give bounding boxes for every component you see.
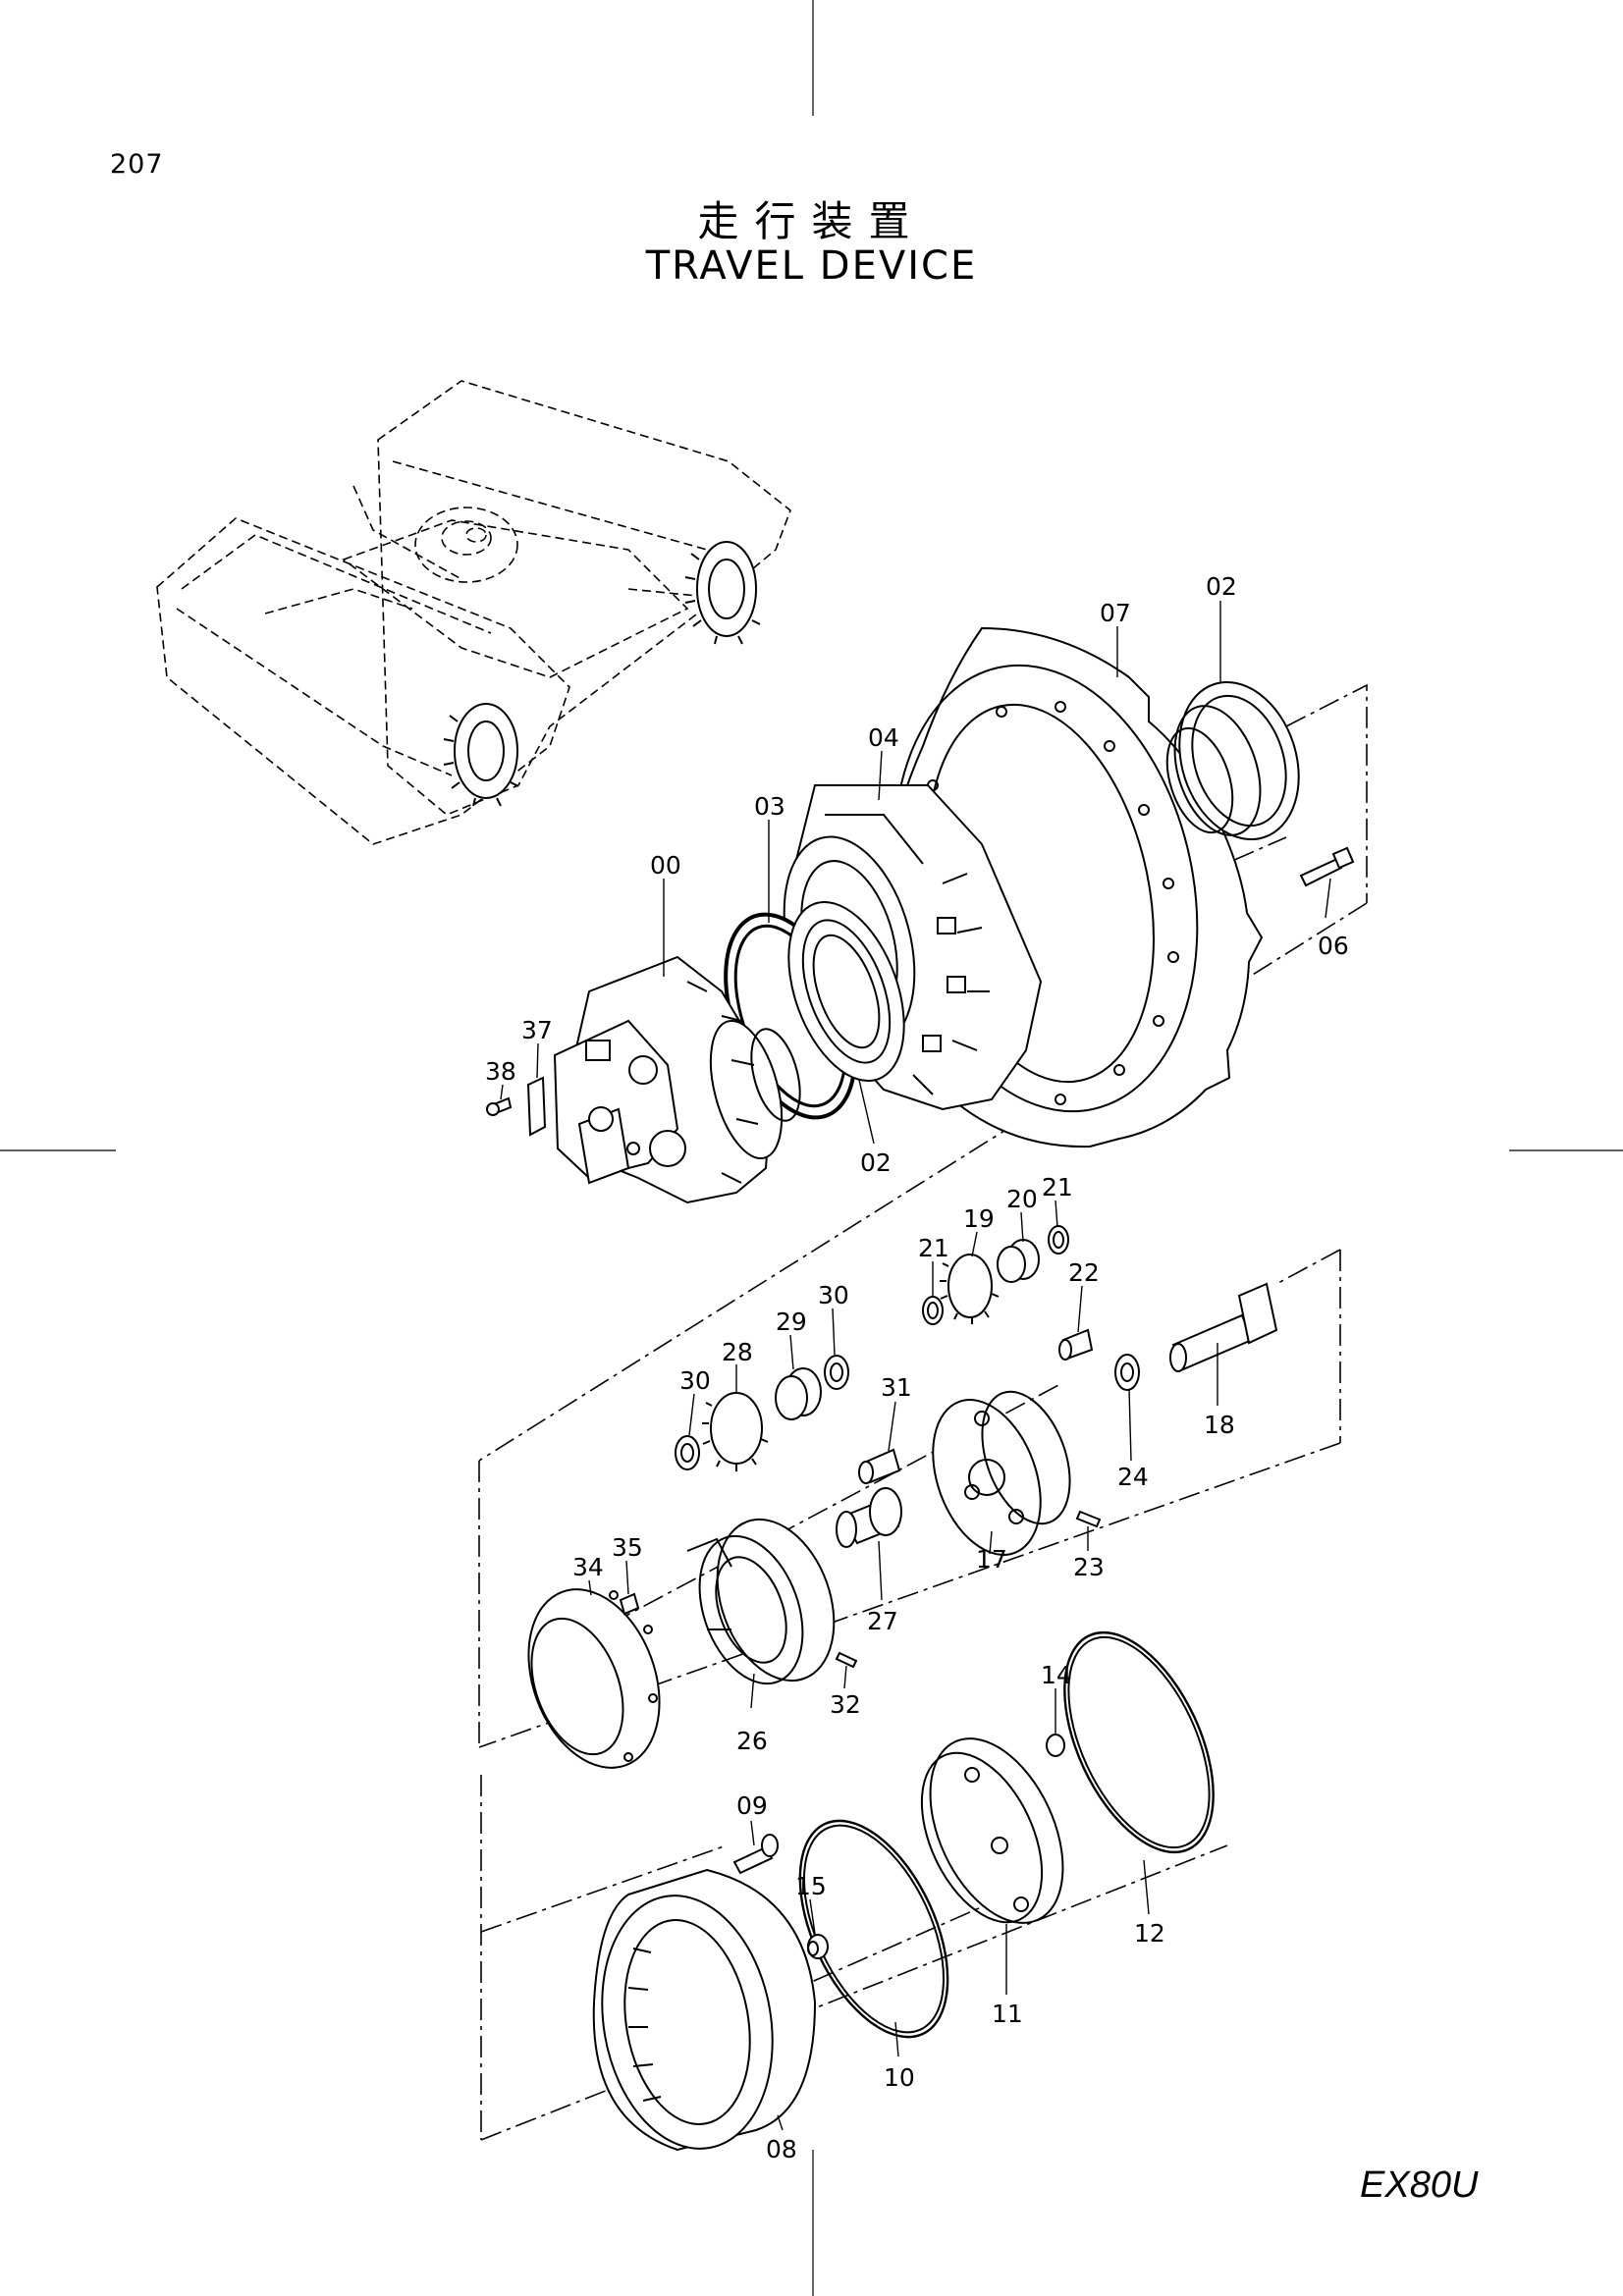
callout-38: 38 <box>485 1057 516 1086</box>
part-02-bearing-upper <box>1165 680 1300 841</box>
callout-24: 24 <box>1117 1463 1149 1491</box>
callout-09: 09 <box>736 1791 768 1820</box>
callout-10: 10 <box>884 2063 915 2092</box>
callout-18: 18 <box>1204 1411 1235 1439</box>
callout-02-lower: 02 <box>860 1148 892 1177</box>
part-21-thrust-washer-b <box>922 1296 944 1325</box>
part-00-travel-motor <box>553 955 801 1204</box>
part-29-needle-bearing <box>775 1367 822 1420</box>
undercarriage-overview <box>156 380 791 845</box>
part-12-o-ring <box>1063 1630 1215 1854</box>
part-06-bolt <box>1299 846 1355 887</box>
part-02-bearing-lower <box>787 900 905 1083</box>
callout-21-top: 21 <box>1042 1173 1073 1201</box>
callout-34: 34 <box>572 1553 604 1581</box>
page-title-english: TRAVEL DEVICE <box>645 243 978 289</box>
callout-28: 28 <box>722 1338 753 1366</box>
callout-35: 35 <box>612 1533 643 1562</box>
part-34-ring <box>527 1588 661 1769</box>
part-08-ring-gear-housing <box>592 1868 817 2152</box>
sprocket-front <box>443 703 519 807</box>
part-09-bolt <box>732 1834 779 1875</box>
part-30-thrust-washer-b <box>675 1435 700 1470</box>
page-number: 207 <box>110 149 164 180</box>
callout-labels: 02 07 04 03 00 06 02 37 38 21 20 19 21 2… <box>485 572 1349 2163</box>
part-17-carrier <box>932 1390 1071 1556</box>
part-24-washer <box>1114 1354 1140 1391</box>
part-28-planetary-gear <box>702 1392 769 1471</box>
part-23-pin <box>1075 1510 1102 1528</box>
part-35-pin <box>619 1592 640 1616</box>
callout-21-left: 21 <box>918 1234 949 1262</box>
part-21-thrust-washer-a <box>1048 1225 1069 1255</box>
part-14-plug <box>1046 1734 1065 1757</box>
leader-lines <box>500 601 1331 2131</box>
callout-26: 26 <box>736 1727 768 1755</box>
part-15-plug <box>807 1934 829 1959</box>
part-19-planetary-gear <box>940 1254 1000 1324</box>
callout-19: 19 <box>963 1204 995 1233</box>
callout-06: 06 <box>1318 932 1349 960</box>
callout-30-left: 30 <box>679 1366 711 1395</box>
callout-29: 29 <box>776 1308 807 1336</box>
sprocket-rear <box>684 541 761 645</box>
part-11-cover <box>920 1737 1064 1924</box>
callout-17: 17 <box>976 1545 1007 1574</box>
callout-30-right: 30 <box>818 1281 849 1309</box>
callout-20: 20 <box>1006 1185 1038 1213</box>
callout-22: 22 <box>1068 1258 1100 1287</box>
part-31-shaft-pin <box>858 1448 901 1484</box>
callout-04: 04 <box>868 723 899 752</box>
callout-07: 07 <box>1100 599 1131 627</box>
part-27-sun-gear <box>836 1487 902 1548</box>
part-38-screw <box>486 1096 513 1116</box>
callout-32: 32 <box>830 1690 861 1719</box>
callout-23: 23 <box>1073 1553 1105 1581</box>
page-title-japanese: 走行装置 <box>697 197 926 245</box>
part-20-needle-bearing <box>997 1239 1040 1283</box>
part-18-propeller-shaft <box>1169 1282 1278 1372</box>
part-22-shaft-pin <box>1058 1328 1094 1361</box>
callout-37: 37 <box>521 1016 553 1044</box>
callout-08: 08 <box>766 2135 797 2163</box>
part-32-pin <box>835 1651 858 1669</box>
callout-31: 31 <box>881 1373 912 1402</box>
part-26-carrier <box>686 1518 836 1685</box>
callout-12: 12 <box>1134 1919 1165 1948</box>
callout-00: 00 <box>650 851 681 880</box>
part-37-name-plate <box>526 1076 547 1137</box>
callout-15: 15 <box>795 1872 827 1900</box>
callout-14: 14 <box>1041 1661 1072 1689</box>
part-30-thrust-washer-a <box>824 1355 849 1390</box>
callout-02-upper: 02 <box>1206 572 1237 601</box>
callout-03: 03 <box>754 792 785 821</box>
model-code: EX80U <box>1360 2164 1479 2206</box>
callout-11: 11 <box>992 2000 1023 2028</box>
callout-27: 27 <box>867 1607 898 1635</box>
